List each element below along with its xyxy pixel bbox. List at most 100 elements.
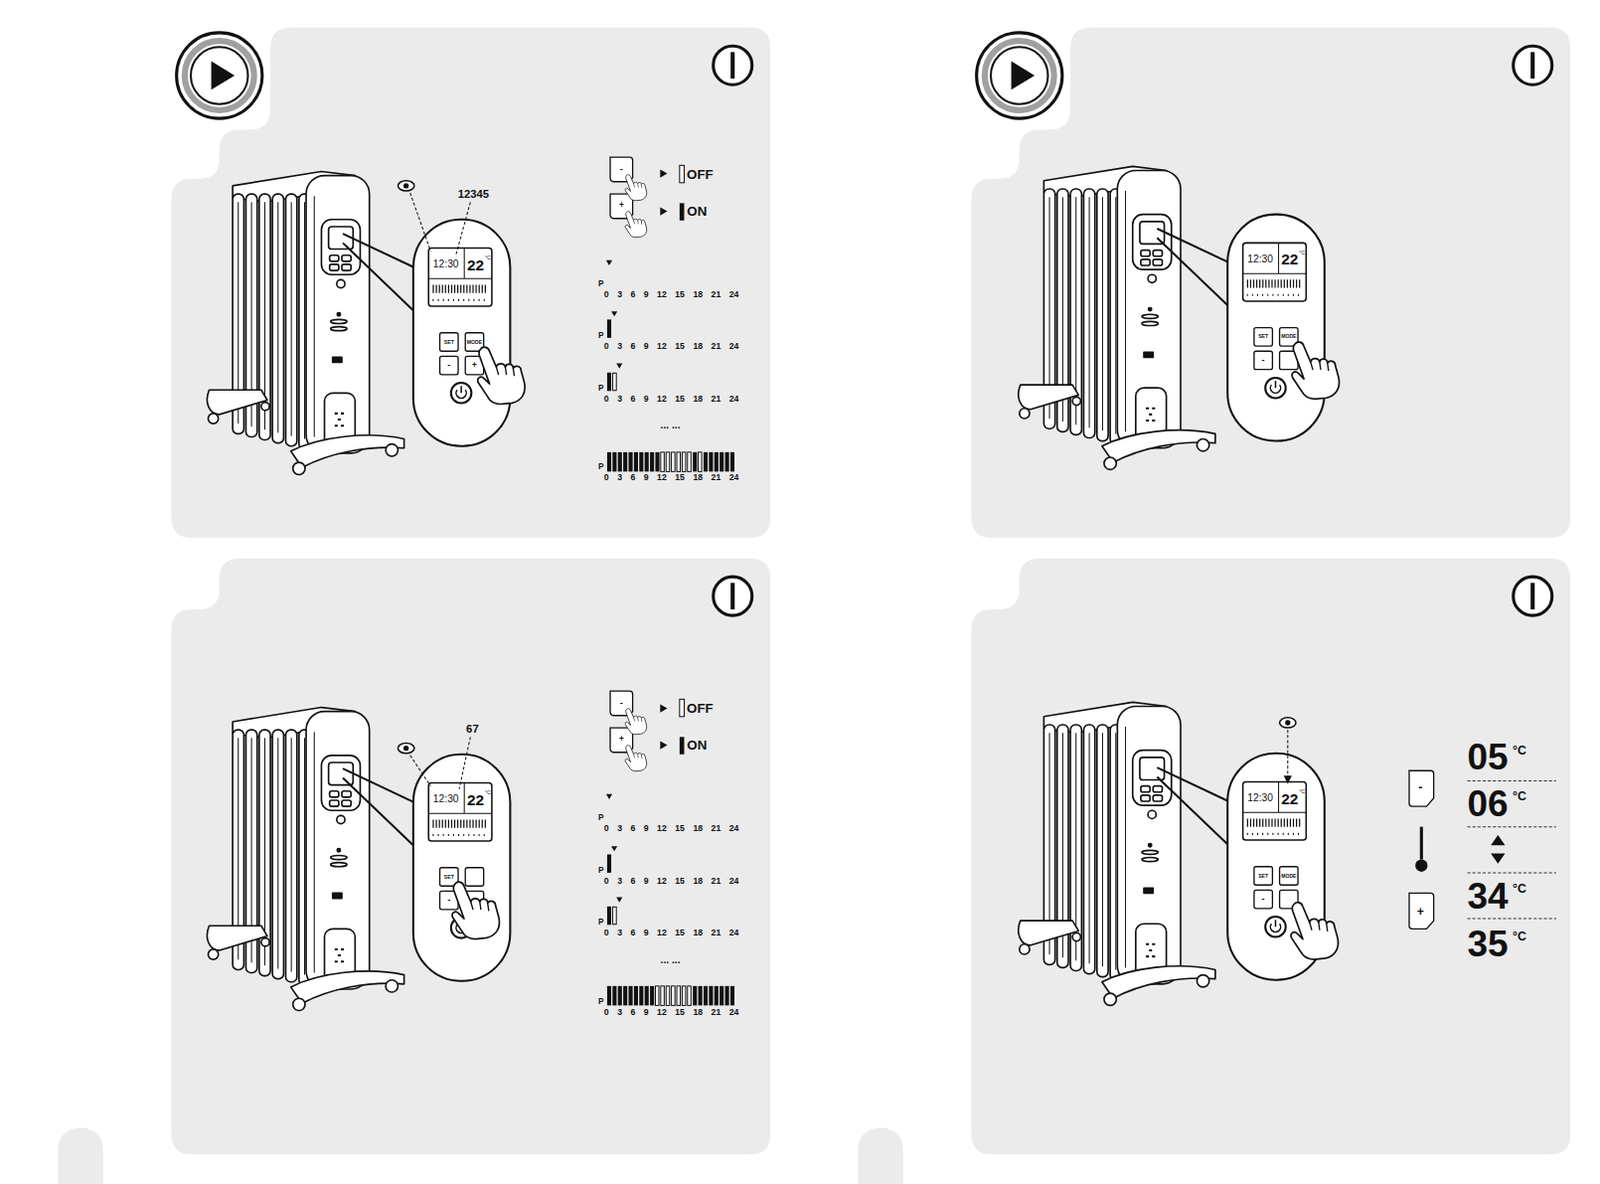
program-bars	[639, 452, 643, 473]
lcd-time: 12:30	[433, 794, 460, 804]
view-indicator	[397, 180, 1296, 790]
program-bars	[671, 452, 675, 473]
program-bars	[654, 985, 658, 1006]
lcd-unit: °C	[484, 790, 491, 796]
panel-background	[858, 1127, 904, 1184]
panel-background	[971, 27, 1572, 538]
play-icon	[176, 32, 1063, 119]
hour-axis: 0 3 6 9 12 15 18 21 24	[604, 876, 740, 886]
on-off-key	[659, 703, 667, 749]
program-bars	[607, 452, 735, 1006]
control-panel-callout	[1156, 214, 1324, 442]
program-bars	[719, 452, 724, 473]
lcd-temperature: 22	[467, 256, 484, 272]
temperature-value: 34	[1466, 877, 1508, 915]
on-off-key	[679, 202, 685, 220]
hour-axis: 0 3 6 9 12 15 18 21 24	[604, 1007, 740, 1017]
on-off-key	[679, 736, 685, 754]
pressing-hand	[1290, 902, 1338, 960]
control-panel-callout	[342, 754, 510, 981]
panel-background	[58, 27, 1572, 1184]
program-bars	[612, 452, 617, 473]
program-marker	[616, 897, 623, 903]
program-bars	[681, 452, 685, 473]
program-bars	[714, 452, 719, 473]
on-off-key	[625, 745, 647, 772]
ellipsis: ... ...	[660, 420, 681, 431]
program-bars	[676, 985, 680, 1006]
program-marker	[613, 372, 618, 390]
program-label: P	[598, 384, 604, 393]
lcd-unit: °C	[1298, 789, 1305, 795]
program-marker	[607, 372, 612, 391]
button-label: +	[619, 735, 625, 744]
program-bars	[730, 452, 735, 473]
button-label: -	[1262, 894, 1266, 904]
radiator-drawing	[1018, 701, 1216, 1005]
button-label: SET	[444, 873, 455, 879]
control-panel-callout	[342, 219, 510, 447]
hour-axis: 0 3 6 9 12 15 18 21 24	[604, 928, 740, 938]
radiator-drawing	[206, 707, 404, 1011]
program-bars	[708, 985, 713, 1006]
program-bars	[730, 985, 735, 1006]
temperature-setting	[1409, 770, 1435, 806]
temperature-unit: °C	[1512, 790, 1527, 802]
radiator-drawing	[1018, 165, 1216, 470]
button-label: SET	[444, 338, 455, 344]
panel-background	[171, 27, 772, 538]
program-label: P	[598, 279, 604, 288]
on-off-key	[679, 698, 685, 716]
lcd-temperature: 22	[1280, 251, 1298, 267]
button-label: +	[619, 201, 625, 210]
button-label: -	[1262, 355, 1266, 365]
program-label: P	[598, 866, 604, 875]
program-marker	[611, 845, 618, 851]
ellipsis: ... ...	[660, 955, 681, 965]
program-bars	[671, 985, 675, 1006]
program-bars	[703, 985, 708, 1006]
lcd-time: 12:30	[1247, 254, 1274, 265]
pressing-hand	[452, 881, 499, 939]
program-bars	[698, 452, 702, 473]
lcd-temperature: 22	[1280, 790, 1298, 805]
program-bars	[692, 985, 697, 1006]
program-label: P	[598, 812, 604, 821]
state-label: OFF	[686, 167, 714, 181]
temperature-unit: °C	[1512, 744, 1527, 757]
program-marker	[607, 906, 612, 925]
program-bars	[665, 452, 669, 473]
program-bars	[681, 985, 685, 1006]
panel-background	[58, 1127, 104, 1184]
program-bars	[714, 985, 719, 1006]
hour-axis: 0 3 6 9 12 15 18 21 24	[604, 289, 740, 299]
pressing-hand	[1291, 341, 1339, 399]
state-label: ON	[686, 204, 707, 218]
panel-background	[171, 558, 772, 1155]
temperature-value: 05	[1466, 738, 1508, 776]
program-bars	[676, 452, 680, 473]
temperature-setting	[1467, 780, 1557, 919]
program-bars	[623, 452, 628, 473]
program-bars	[703, 452, 708, 473]
panel-background	[971, 558, 1572, 1155]
program-label: P	[598, 997, 604, 1006]
hour-axis: 0 3 6 9 12 15 18 21 24	[604, 822, 740, 832]
program-bars	[654, 452, 659, 473]
on-off-key	[625, 174, 647, 201]
on-off-key	[625, 708, 647, 735]
program-bars	[644, 985, 649, 1006]
lcd-unit: °C	[1298, 250, 1305, 256]
temperature-setting	[1490, 834, 1505, 864]
program-bars	[623, 985, 628, 1006]
button-label: +	[1417, 905, 1425, 918]
control-panel-callout	[342, 214, 1325, 981]
button-label: -	[620, 698, 624, 708]
program-bars	[607, 985, 612, 1006]
lcd-temperature: 22	[467, 791, 484, 806]
program-bars	[634, 452, 639, 473]
state-label: ON	[686, 738, 707, 752]
program-bars	[629, 452, 634, 473]
program-bars	[618, 452, 623, 473]
program-marker	[616, 363, 623, 369]
